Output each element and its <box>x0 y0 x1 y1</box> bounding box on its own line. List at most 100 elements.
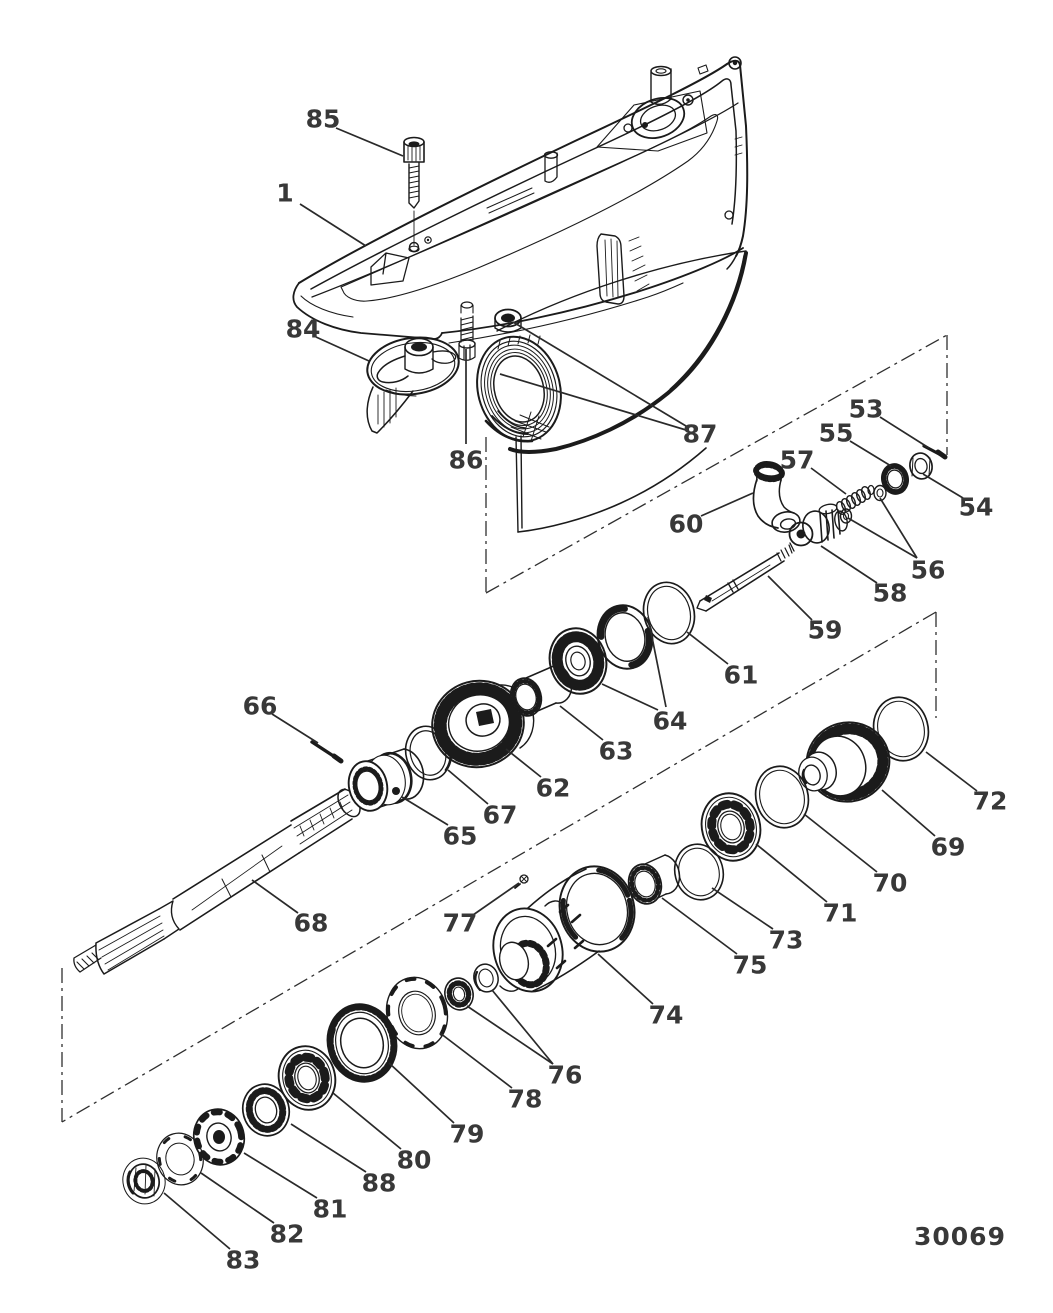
leader-line-70 <box>803 813 878 873</box>
callout-60: 60 <box>669 510 704 539</box>
leader-line-73 <box>711 887 774 930</box>
callout-layer: 1535455565758596061626364656667686970717… <box>163 105 1007 1275</box>
part-58-shift-cam <box>788 503 848 547</box>
leader-line-63 <box>559 705 604 741</box>
part-65-sliding-clutch <box>347 748 425 812</box>
leader-line-76-2 <box>466 1005 554 1065</box>
leader-line-62 <box>505 748 542 778</box>
leader-line-56-1 <box>847 517 918 559</box>
leader-line-84 <box>315 336 370 362</box>
leader-line-72 <box>925 751 978 792</box>
callout-59: 59 <box>808 616 843 645</box>
leader-line-59 <box>767 575 813 621</box>
callout-63: 63 <box>599 737 634 766</box>
leader-line-81 <box>243 1152 318 1199</box>
part-54-bushing-nut <box>909 452 933 480</box>
leader-line-75 <box>661 897 738 955</box>
part-71-ball-bearing <box>700 792 762 862</box>
callout-53: 53 <box>849 395 884 424</box>
leader-line-54 <box>922 473 964 499</box>
callout-86: 86 <box>449 446 484 475</box>
leader-line-69 <box>881 789 936 837</box>
part-79-retainer-ring <box>326 1003 398 1083</box>
part-57-spring <box>835 484 875 515</box>
leader-line-61 <box>686 631 729 665</box>
leader-line-64-1 <box>601 683 659 711</box>
callout-80: 80 <box>397 1146 432 1175</box>
callout-83: 83 <box>226 1246 261 1275</box>
part-59-shift-shaft <box>696 542 795 612</box>
leader-line-60 <box>700 492 754 517</box>
part-88-splined-washer <box>241 1083 291 1137</box>
callout-84: 84 <box>286 315 321 344</box>
callout-62: 62 <box>536 774 571 803</box>
leader-line-58 <box>820 545 878 584</box>
callout-79: 79 <box>450 1120 485 1149</box>
callout-78: 78 <box>508 1085 543 1114</box>
leader-line-66 <box>271 713 319 744</box>
leader-line-71 <box>755 843 828 903</box>
part-62-forward-gear <box>431 679 535 769</box>
leader-line-87-2 <box>499 373 687 431</box>
leader-line-53 <box>879 416 930 449</box>
part-64-tapered-bearing-and-race <box>548 604 654 695</box>
part-69-reverse-gear <box>798 721 891 803</box>
leader-line-67 <box>447 769 489 805</box>
leader-line-77 <box>472 882 520 916</box>
part-1-gear-housing <box>292 56 749 533</box>
part-55-bushing <box>881 463 909 495</box>
callout-57: 57 <box>780 446 815 475</box>
part-78-tab-washer <box>385 976 449 1050</box>
callout-56: 56 <box>911 556 946 585</box>
part-86-screw <box>458 315 476 361</box>
callout-1: 1 <box>276 179 293 208</box>
part-83-nut <box>122 1157 166 1205</box>
callout-77: 77 <box>443 909 478 938</box>
callout-54: 54 <box>959 493 994 522</box>
callout-64: 64 <box>653 707 688 736</box>
callout-70: 70 <box>873 869 908 898</box>
callout-68: 68 <box>294 909 329 938</box>
leader-line-65 <box>401 796 449 826</box>
part-66-cross-pin <box>310 740 344 764</box>
leader-line-56-2 <box>879 497 918 559</box>
leader-line-74 <box>597 953 654 1005</box>
part-81-seal-carrier <box>192 1108 246 1166</box>
part-85-bolt <box>403 136 425 253</box>
leader-line-79 <box>388 1062 455 1124</box>
part-70-thrust-ring <box>754 765 810 829</box>
leader-line-55 <box>849 440 892 467</box>
part-60-shift-crank <box>752 461 801 533</box>
callout-75: 75 <box>733 951 768 980</box>
leader-line-64-2 <box>647 616 667 708</box>
callout-74: 74 <box>649 1001 684 1030</box>
callout-87: 87 <box>683 420 718 449</box>
callout-67: 67 <box>483 801 518 830</box>
callout-58: 58 <box>873 579 908 608</box>
callout-76: 76 <box>548 1061 583 1090</box>
callout-61: 61 <box>724 661 759 690</box>
phantom-boundary-lines <box>61 334 948 1123</box>
leader-line-78 <box>439 1032 513 1089</box>
part-84-trim-tab <box>366 336 460 434</box>
callout-71: 71 <box>823 899 858 928</box>
leader-line-87-1 <box>512 321 687 427</box>
leader-line-1 <box>299 203 367 247</box>
callout-82: 82 <box>270 1220 305 1249</box>
drawing-number: 30069 <box>914 1222 1006 1251</box>
leader-line-83 <box>163 1192 231 1250</box>
part-68-propeller-shaft <box>73 788 361 975</box>
part-77-set-screw <box>514 874 529 889</box>
part-80-ball-bearing <box>277 1045 337 1111</box>
leader-line-76-1 <box>491 989 554 1065</box>
leader-line-82 <box>200 1172 275 1224</box>
leader-line-85 <box>335 127 404 157</box>
leader-line-80 <box>332 1092 402 1150</box>
leader-line-88 <box>290 1123 367 1173</box>
part-76-seal-and-bearing <box>444 963 499 1011</box>
callout-88: 88 <box>362 1169 397 1198</box>
part-74-bearing-carrier <box>492 865 636 993</box>
leader-line-68 <box>251 879 299 914</box>
